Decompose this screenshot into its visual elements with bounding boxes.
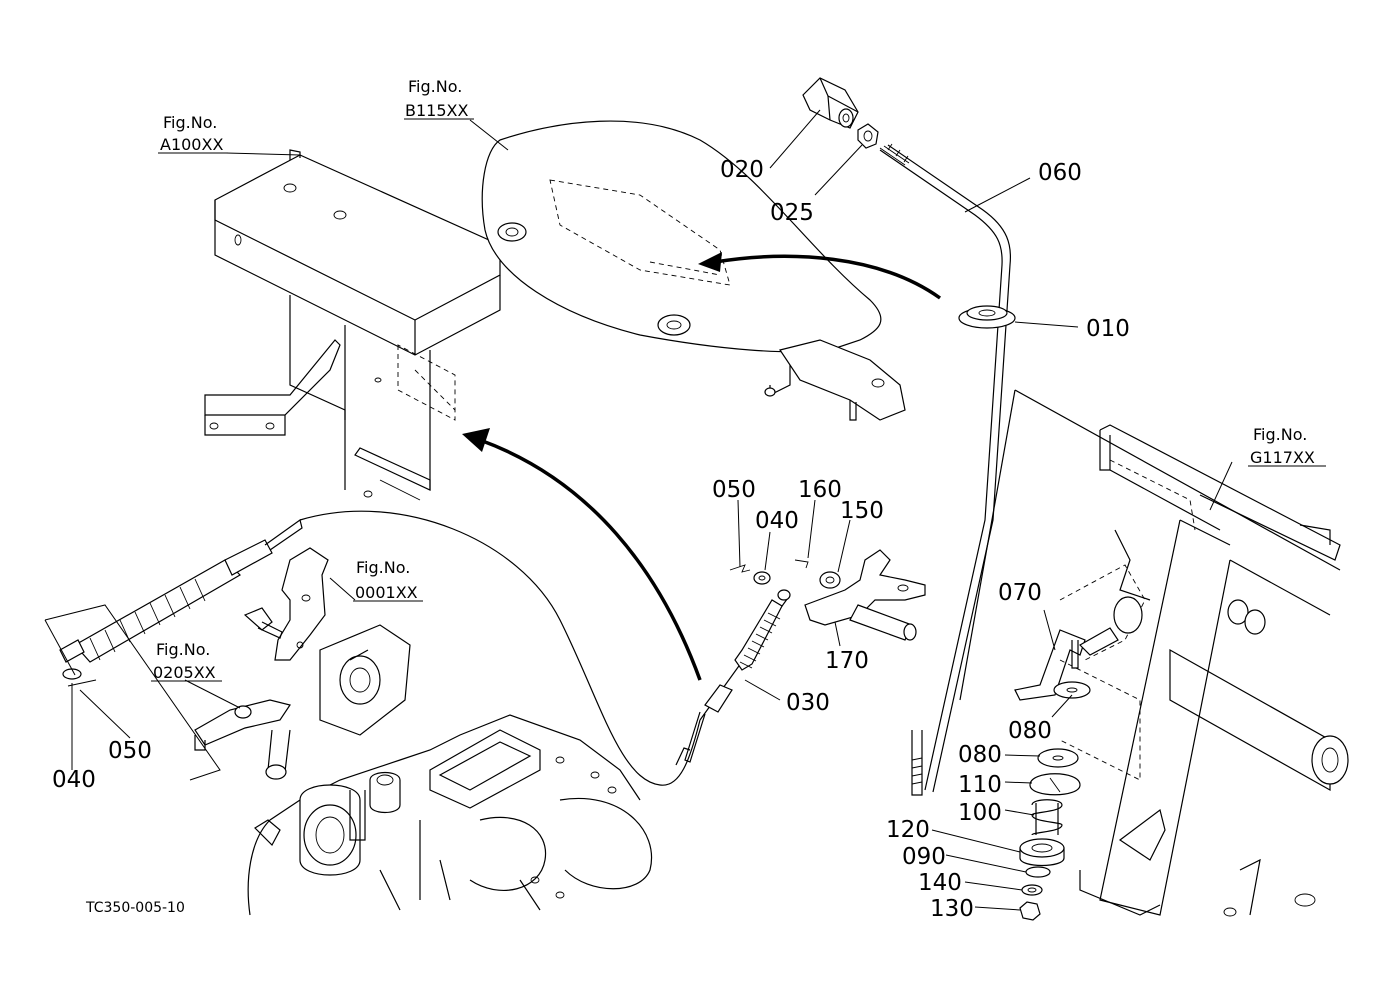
nut-130 (1019, 901, 1041, 921)
fig-ref-g117-line2: G117XX (1250, 448, 1315, 467)
fig-ref-0205-line2: 0205XX (153, 663, 216, 682)
callout-130: 130 (930, 896, 974, 922)
washer-080-b (1037, 748, 1079, 768)
step-cover-b115 (481, 120, 906, 421)
plate-110 (1029, 773, 1081, 796)
callout-110: 110 (958, 772, 1002, 798)
lever-150-170 (794, 549, 926, 641)
bushing-120 (1019, 838, 1065, 867)
cable-030 (299, 510, 791, 786)
fig-ref-b115-line1: Fig.No. (408, 77, 462, 96)
callout-080-a: 080 (1008, 718, 1052, 744)
pin-040-050-top (729, 564, 771, 585)
housing-g117 (959, 389, 1349, 917)
callout-040-top: 040 (755, 508, 799, 534)
arrow-top (698, 252, 942, 300)
callout-025: 025 (770, 200, 814, 226)
washer-080-a (1053, 681, 1091, 699)
callout-020: 020 (720, 157, 764, 183)
callout-010: 010 (1086, 316, 1130, 342)
callout-150: 150 (840, 498, 884, 524)
knob-grip-020 (802, 77, 859, 129)
fig-ref-b115: Fig.No. B115XX (405, 77, 468, 120)
bracket-0001 (243, 547, 329, 661)
callout-100: 100 (958, 800, 1002, 826)
callout-050-top: 050 (712, 477, 756, 503)
fig-ref-g117-line1: Fig.No. (1253, 425, 1307, 444)
cable-end-left (59, 518, 303, 680)
callout-080-b: 080 (958, 742, 1002, 768)
reference-bracket-left (44, 604, 221, 781)
lever-0205 (194, 699, 291, 780)
nut-025 (857, 123, 879, 149)
callout-030: 030 (786, 690, 830, 716)
fig-ref-a100-line2: A100XX (160, 135, 223, 154)
arrow-middle (462, 428, 702, 681)
callout-070: 070 (998, 580, 1042, 606)
callout-090: 090 (902, 844, 946, 870)
fig-ref-a100-line1: Fig.No. (163, 113, 217, 132)
washer-090 (1025, 866, 1051, 878)
fig-ref-0205-line1: Fig.No. (156, 640, 210, 659)
callout-170: 170 (825, 648, 869, 674)
callout-060: 060 (1038, 160, 1082, 186)
callout-120: 120 (886, 817, 930, 843)
leader-lines (67, 109, 1233, 911)
fig-ref-underlines (151, 118, 1326, 682)
fig-ref-0205: Fig.No. 0205XX (153, 640, 216, 682)
spring-100 (1031, 799, 1063, 836)
callout-140: 140 (918, 870, 962, 896)
callout-160: 160 (798, 477, 842, 503)
fig-ref-g117: Fig.No. G117XX (1250, 425, 1315, 467)
fig-ref-0001-line1: Fig.No. (356, 558, 410, 577)
lever-arm-070 (1014, 564, 1146, 781)
shift-rod-060 (879, 143, 1012, 796)
fig-ref-a100: Fig.No. A100XX (160, 113, 223, 154)
fig-ref-b115-line2: B115XX (405, 101, 468, 120)
drawing-code: TC350-005-10 (85, 900, 185, 916)
fig-ref-0001: Fig.No. 0001XX (355, 558, 418, 602)
fig-ref-0001-line2: 0001XX (355, 583, 418, 602)
grommet-010 (958, 305, 1016, 329)
callout-040-left: 040 (52, 767, 96, 793)
callout-050-left: 050 (108, 738, 152, 764)
frame-beam-a100 (204, 149, 501, 501)
washer-140 (1021, 884, 1043, 896)
transmission-case (247, 624, 653, 916)
